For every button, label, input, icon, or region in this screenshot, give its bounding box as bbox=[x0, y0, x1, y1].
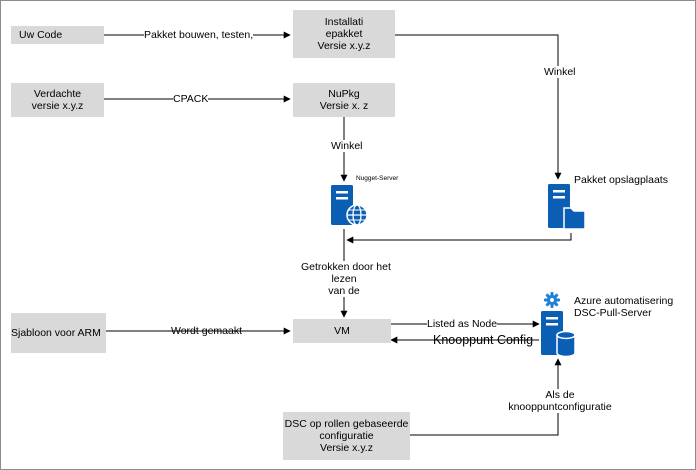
edge-label-build-test: Pakket bouwen, testen, bbox=[144, 29, 254, 41]
install-package-line-1: Installati bbox=[324, 16, 364, 28]
arm-box: Sjabloon voor ARM bbox=[11, 313, 106, 353]
package-store-label: Pakket opslagplaats bbox=[574, 174, 668, 186]
edge-label-as-node-line-1: Als de bbox=[545, 389, 575, 401]
server-globe-icon bbox=[331, 185, 368, 226]
server-database-icon bbox=[541, 311, 576, 358]
edge-label-pulled-line-3: van de bbox=[328, 285, 360, 297]
dsc-config-line-1: DSC op rollen gebaseerde bbox=[284, 418, 409, 430]
edge-store-to-nuget bbox=[346, 233, 572, 244]
vm-label: VM bbox=[334, 325, 350, 337]
candidate-box: Verdachte versie x.y.z bbox=[11, 83, 104, 117]
install-package-line-3: Versie x.y.z bbox=[317, 40, 371, 52]
candidate-line-1: Verdachte bbox=[33, 88, 82, 100]
dsc-config-line-2: configuratie bbox=[319, 430, 374, 442]
automation-label: Azure automatisering DSC-Pull-Server bbox=[574, 295, 673, 319]
vm-box: VM bbox=[293, 319, 391, 343]
install-package-line-2: epakket bbox=[325, 28, 363, 40]
nupkg-box: NuPkg Versie x. z bbox=[293, 83, 395, 117]
edge-label-as-node-line-2: knooppuntconfiguratie bbox=[508, 401, 612, 413]
edge-label-listed: Listed as Node bbox=[427, 318, 498, 330]
edge-label-pulled: Getrokken door het lezen van de bbox=[301, 261, 391, 297]
edge-label-node-config: Knooppunt Config bbox=[433, 333, 534, 347]
nuget-server-label: Nugget-Server bbox=[356, 175, 399, 182]
automation-label-line-1: Azure automatisering bbox=[574, 295, 674, 307]
edge-label-winkel-right: Winkel bbox=[544, 66, 576, 78]
edge-label-pulled-line-2: lezen bbox=[331, 273, 357, 285]
edge-label-winkel-center: Winkel bbox=[331, 140, 363, 152]
server-folder-icon bbox=[548, 184, 586, 230]
nupkg-line-2: Versie x. z bbox=[319, 100, 369, 112]
code-label: Uw Code bbox=[19, 29, 63, 41]
automation-label-line-2: DSC-Pull-Server bbox=[574, 307, 652, 319]
code-box: Uw Code bbox=[11, 26, 104, 44]
edge-label-as-node: Als de knooppuntconfiguratie bbox=[505, 389, 615, 413]
gear-icon bbox=[544, 292, 560, 308]
arm-label: Sjabloon voor ARM bbox=[11, 327, 101, 339]
candidate-line-2: versie x.y.z bbox=[31, 100, 84, 112]
install-package-box: Installati epakket Versie x.y.z bbox=[293, 10, 395, 58]
dsc-config-line-3: Versie x.y.z bbox=[320, 442, 373, 454]
edge-label-cpack: CPACK bbox=[173, 93, 209, 105]
edge-store-package bbox=[395, 34, 562, 180]
dsc-config-box: DSC op rollen gebaseerde configuratie Ve… bbox=[283, 412, 410, 460]
edge-label-created: Wordt gemaakt bbox=[171, 325, 243, 337]
edge-label-pulled-line-1: Getrokken door het bbox=[301, 261, 391, 273]
edge-config-to-automation bbox=[410, 358, 562, 436]
nupkg-line-1: NuPkg bbox=[328, 88, 360, 100]
